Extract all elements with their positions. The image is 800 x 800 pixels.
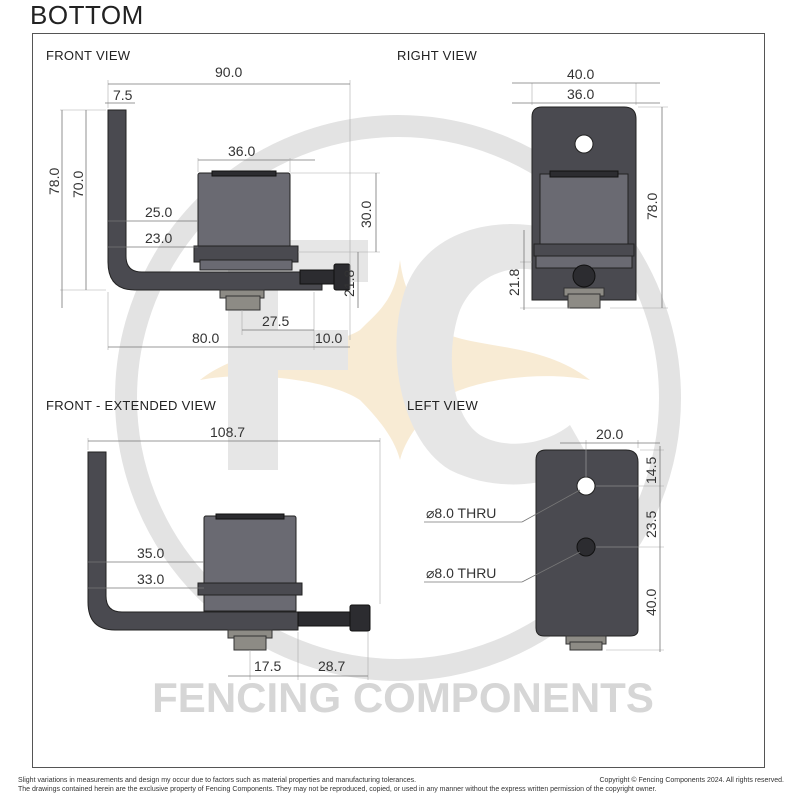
dim-front-30: 30.0 [358,201,374,228]
right-view-hole [574,134,594,154]
front-view-drawing [107,109,351,311]
dim-ext-108-7: 108.7 [210,424,245,440]
view-label-left: LEFT VIEW [407,398,479,413]
page-title: BOTTOM [30,0,144,30]
left-view-hole-bottom [576,537,596,557]
callout-hole-bottom: ⌀8.0 THRU [426,565,496,581]
dim-left-40: 40.0 [643,589,659,616]
dim-front-36: 36.0 [228,143,255,159]
front-extended-view-drawing [87,451,371,651]
footer-disclaimer-line-2: The drawings contained herein are the ex… [18,786,657,793]
footer-copyright: Copyright © Fencing Components 2024. All… [599,777,784,784]
dim-ext-28-7: 28.7 [318,658,345,674]
dim-left-23-5: 23.5 [643,511,659,538]
dim-right-36: 36.0 [567,86,594,102]
dim-front-70: 70.0 [70,171,86,198]
watermark-logo [115,115,681,681]
drawing-frame [32,33,765,768]
dim-front-21-8: 21.8 [341,270,357,297]
dim-right-21-8: 21.8 [506,269,522,296]
front-extended-view-dimensions: 108.7 35.0 33.0 17.5 28.7 [87,424,381,680]
dim-front-78: 78.0 [46,168,62,195]
view-label-front-extended: FRONT - EXTENDED VIEW [46,398,217,413]
dim-left-14-5: 14.5 [643,457,659,484]
left-view-drawing [535,449,639,651]
dim-left-20: 20.0 [596,426,623,442]
right-view-drawing [531,106,637,309]
watermark-text: FENCING COMPONENTS [152,674,654,721]
dim-right-40: 40.0 [567,66,594,82]
dim-ext-33: 33.0 [137,571,164,587]
footer-disclaimer: Slight variations in measurements and de… [18,776,656,794]
left-view-hole-top [576,476,596,496]
dim-ext-35: 35.0 [137,545,164,561]
footer-disclaimer-line-1: Slight variations in measurements and de… [18,777,417,784]
view-label-front: FRONT VIEW [46,48,131,63]
right-view-dimensions: 40.0 36.0 78.0 21.8 [506,66,668,310]
dim-front-25: 25.0 [145,204,172,220]
dim-front-23: 23.0 [145,230,172,246]
dim-front-10: 10.0 [315,330,342,346]
dim-front-80: 80.0 [192,330,219,346]
dim-front-90: 90.0 [215,64,242,80]
view-label-right: RIGHT VIEW [397,48,478,63]
front-view-dimensions: 90.0 7.5 78.0 70.0 36.0 25.0 23.0 30.0 2… [46,64,380,350]
dim-front-7-5: 7.5 [113,87,133,103]
dim-right-78: 78.0 [644,193,660,220]
callout-hole-top: ⌀8.0 THRU [426,505,496,521]
left-view-dimensions: 20.0 14.5 23.5 40.0 ⌀8.0 THRU ⌀8.0 THRU [424,426,664,652]
dim-ext-17-5: 17.5 [254,658,281,674]
dim-front-27-5: 27.5 [262,313,289,329]
